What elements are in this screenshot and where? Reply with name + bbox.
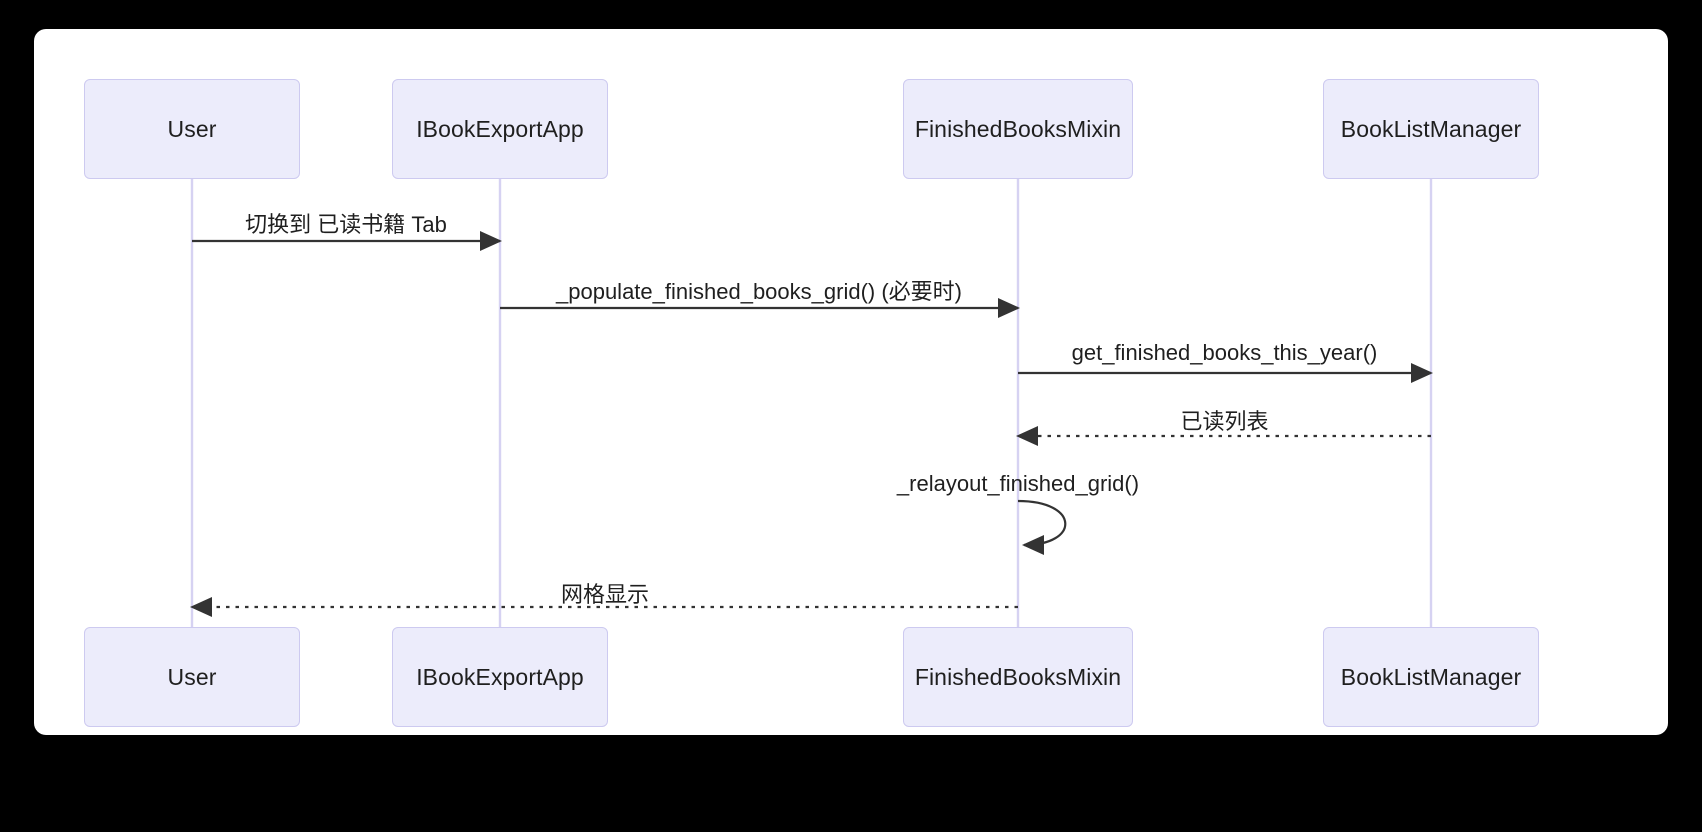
- participant-box-user-top[interactable]: User: [84, 79, 300, 179]
- message-label-m2: _populate_finished_books_grid() (必要时): [556, 279, 962, 304]
- diagram-svg-layer: [189, 179, 1434, 627]
- participant-box-user-bottom[interactable]: User: [84, 627, 300, 727]
- participant-label: User: [167, 115, 217, 142]
- message-label-m1: 切换到 已读书籍 Tab: [245, 212, 447, 237]
- message-arrow-m5-self-loop: [1017, 499, 1067, 556]
- message-label-m3: get_finished_books_this_year(): [1071, 340, 1378, 365]
- message-label-m5: _relayout_finished_grid(): [896, 471, 1140, 496]
- participant-box-manager-bottom[interactable]: BookListManager: [1323, 627, 1539, 727]
- participant-label: User: [167, 663, 217, 690]
- participant-box-mixin-top[interactable]: FinishedBooksMixin: [903, 79, 1133, 179]
- message-label-m6: 网格显示: [560, 582, 650, 607]
- message-arrows-group: [189, 230, 1434, 618]
- participant-label: IBookExportApp: [416, 663, 584, 690]
- participant-box-mixin-bottom[interactable]: FinishedBooksMixin: [903, 627, 1133, 727]
- participant-label: BookListManager: [1340, 115, 1522, 142]
- participant-label: FinishedBooksMixin: [914, 115, 1122, 142]
- participant-box-app-bottom[interactable]: IBookExportApp: [392, 627, 608, 727]
- participant-label: IBookExportApp: [416, 115, 584, 142]
- message-label-m4: 已读列表: [1180, 409, 1269, 434]
- lifelines-group: [190, 179, 1433, 627]
- participant-label: BookListManager: [1340, 663, 1522, 690]
- participant-label: FinishedBooksMixin: [914, 663, 1122, 690]
- participant-box-app-top[interactable]: IBookExportApp: [392, 79, 608, 179]
- participant-box-manager-top[interactable]: BookListManager: [1323, 79, 1539, 179]
